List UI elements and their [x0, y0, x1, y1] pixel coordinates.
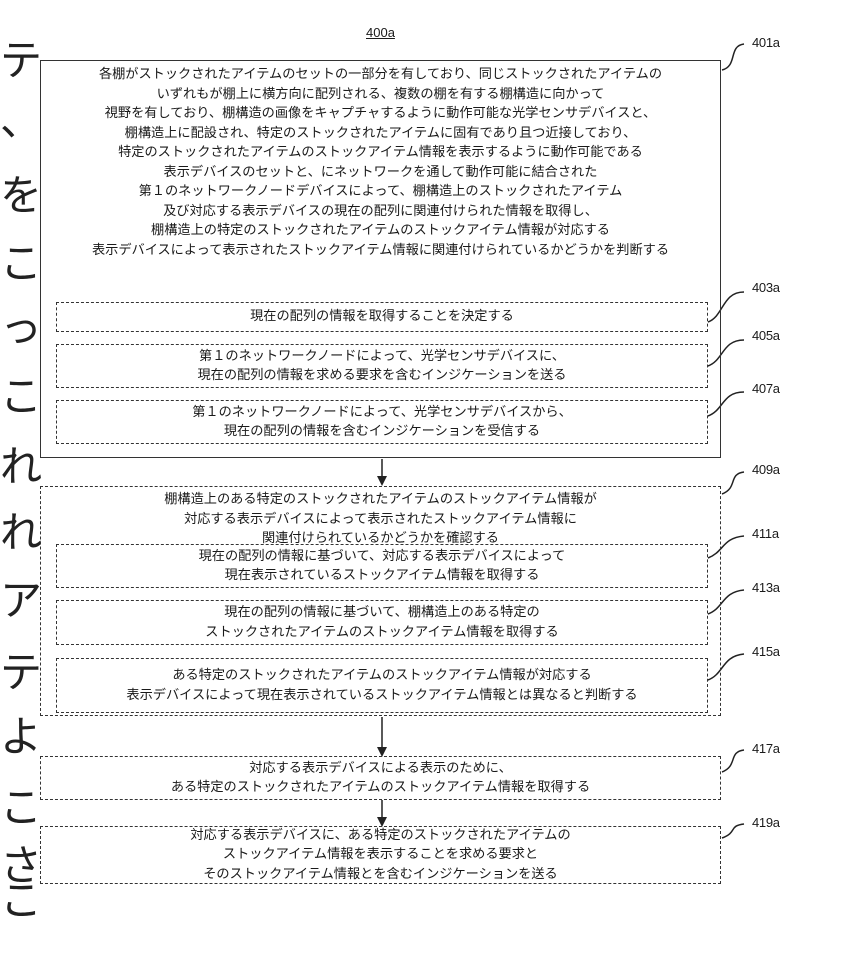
leader-419a — [722, 824, 744, 838]
ref-label-407a: 407a — [752, 381, 780, 396]
ref-label-409a: 409a — [752, 462, 780, 477]
leader-409a — [722, 472, 744, 494]
ref-label-419a: 419a — [752, 815, 780, 830]
block-411a: 現在の配列の情報に基づいて、対応する表示デバイスによって現在表示されているストッ… — [56, 544, 708, 588]
block-text-line: 第１のネットワークノードによって、光学センサデバイスに、 — [199, 347, 565, 367]
block-text-line: 棚構造上のある特定のストックされたアイテムのストックアイテム情報が — [164, 490, 597, 510]
block-text-line: 及び対応する表示デバイスの現在の配列に関連付けられた情報を取得し、 — [92, 202, 669, 222]
block-419a: 対応する表示デバイスに、ある特定のストックされたアイテムのストックアイテム情報を… — [40, 826, 721, 884]
ref-label-417a: 417a — [752, 741, 780, 756]
block-text-line: 第１のネットワークノードデバイスによって、棚構造上のストックされたアイテム — [92, 182, 669, 202]
block-405a: 第１のネットワークノードによって、光学センサデバイスに、現在の配列の情報を求める… — [56, 344, 708, 388]
block-text-line: 対応する表示デバイスによって表示されたストックアイテム情報に — [164, 510, 597, 530]
block-text-line: ある特定のストックされたアイテムのストックアイテム情報が対応する — [172, 666, 591, 686]
ref-label-411a: 411a — [752, 526, 779, 541]
block-text-line: 表示デバイスのセットと、にネットワークを通して動作可能に結合された — [92, 163, 669, 183]
ref-label-403a: 403a — [752, 280, 780, 295]
block-text-line: 対応する表示デバイスによる表示のために、 — [249, 759, 512, 779]
block-403a: 現在の配列の情報を取得することを決定する — [56, 302, 708, 332]
block-text-line: 第１のネットワークノードによって、光学センサデバイスから、 — [192, 403, 572, 423]
block-401a: 各棚がストックされたアイテムのセットの一部分を有しており、同じストックされたアイ… — [40, 60, 721, 458]
block-text-line: 現在の配列の情報を取得することを決定する — [250, 307, 514, 327]
block-415a: ある特定のストックされたアイテムのストックアイテム情報が対応する表示デバイスによ… — [56, 658, 708, 713]
ref-label-401a: 401a — [752, 35, 780, 50]
block-407a: 第１のネットワークノードによって、光学センサデバイスから、現在の配列の情報を含む… — [56, 400, 708, 444]
leader-401a — [722, 44, 744, 70]
block-text-line: 表示デバイスによって表示されたストックアイテム情報に関連付けられているかどうかを… — [92, 241, 669, 261]
block-text-line: ある特定のストックされたアイテムのストックアイテム情報を取得する — [171, 778, 590, 798]
block-text-line: 現在の配列の情報に基づいて、棚構造上のある特定の — [224, 603, 539, 623]
ref-label-405a: 405a — [752, 328, 780, 343]
leader-417a — [722, 750, 744, 772]
block-text-line: 現在の配列の情報に基づいて、対応する表示デバイスによって — [199, 547, 566, 567]
block-text-line: ストックされたアイテムのストックアイテム情報を取得する — [205, 623, 558, 643]
block-413a: 現在の配列の情報に基づいて、棚構造上のある特定のストックされたアイテムのストック… — [56, 600, 708, 645]
block-text-line: 特定のストックされたアイテムのストックアイテム情報を表示するように動作可能である — [92, 143, 669, 163]
block-401a-text: 各棚がストックされたアイテムのセットの一部分を有しており、同じストックされたアイ… — [92, 65, 669, 260]
block-409a-text: 棚構造上のある特定のストックされたアイテムのストックアイテム情報が対応する表示デ… — [164, 490, 597, 549]
block-text-line: そのストックアイテム情報とを含むインジケーションを送る — [203, 865, 557, 885]
block-text-line: 棚構造上の特定のストックされたアイテムのストックアイテム情報が対応する — [92, 221, 669, 241]
ref-label-413a: 413a — [752, 580, 780, 595]
block-text-line: 現在の配列の情報を求める要求を含むインジケーションを送る — [198, 366, 567, 386]
block-text-line: 棚構造上に配設され、特定のストックされたアイテムに固有であり且つ近接しており、 — [92, 124, 669, 144]
block-text-line: 対応する表示デバイスに、ある特定のストックされたアイテムの — [190, 826, 570, 846]
block-text-line: 表示デバイスによって現在表示されているストックアイテム情報とは異なると判断する — [126, 686, 637, 706]
ref-label-415a: 415a — [752, 644, 780, 659]
block-text-line: いずれもが棚上に横方向に配列される、複数の棚を有する棚構造に向かって — [92, 85, 669, 105]
block-text-line: ストックアイテム情報を表示することを求める要求と — [223, 845, 538, 865]
block-text-line: 現在の配列の情報を含むインジケーションを受信する — [224, 422, 540, 442]
block-text-line: 視野を有しており、棚構造の画像をキャプチャするように動作可能な光学センサデバイス… — [92, 104, 669, 124]
block-417a: 対応する表示デバイスによる表示のために、ある特定のストックされたアイテムのストッ… — [40, 756, 721, 800]
block-text-line: 現在表示されているストックアイテム情報を取得する — [225, 566, 540, 586]
block-text-line: 各棚がストックされたアイテムのセットの一部分を有しており、同じストックされたアイ… — [92, 65, 669, 85]
